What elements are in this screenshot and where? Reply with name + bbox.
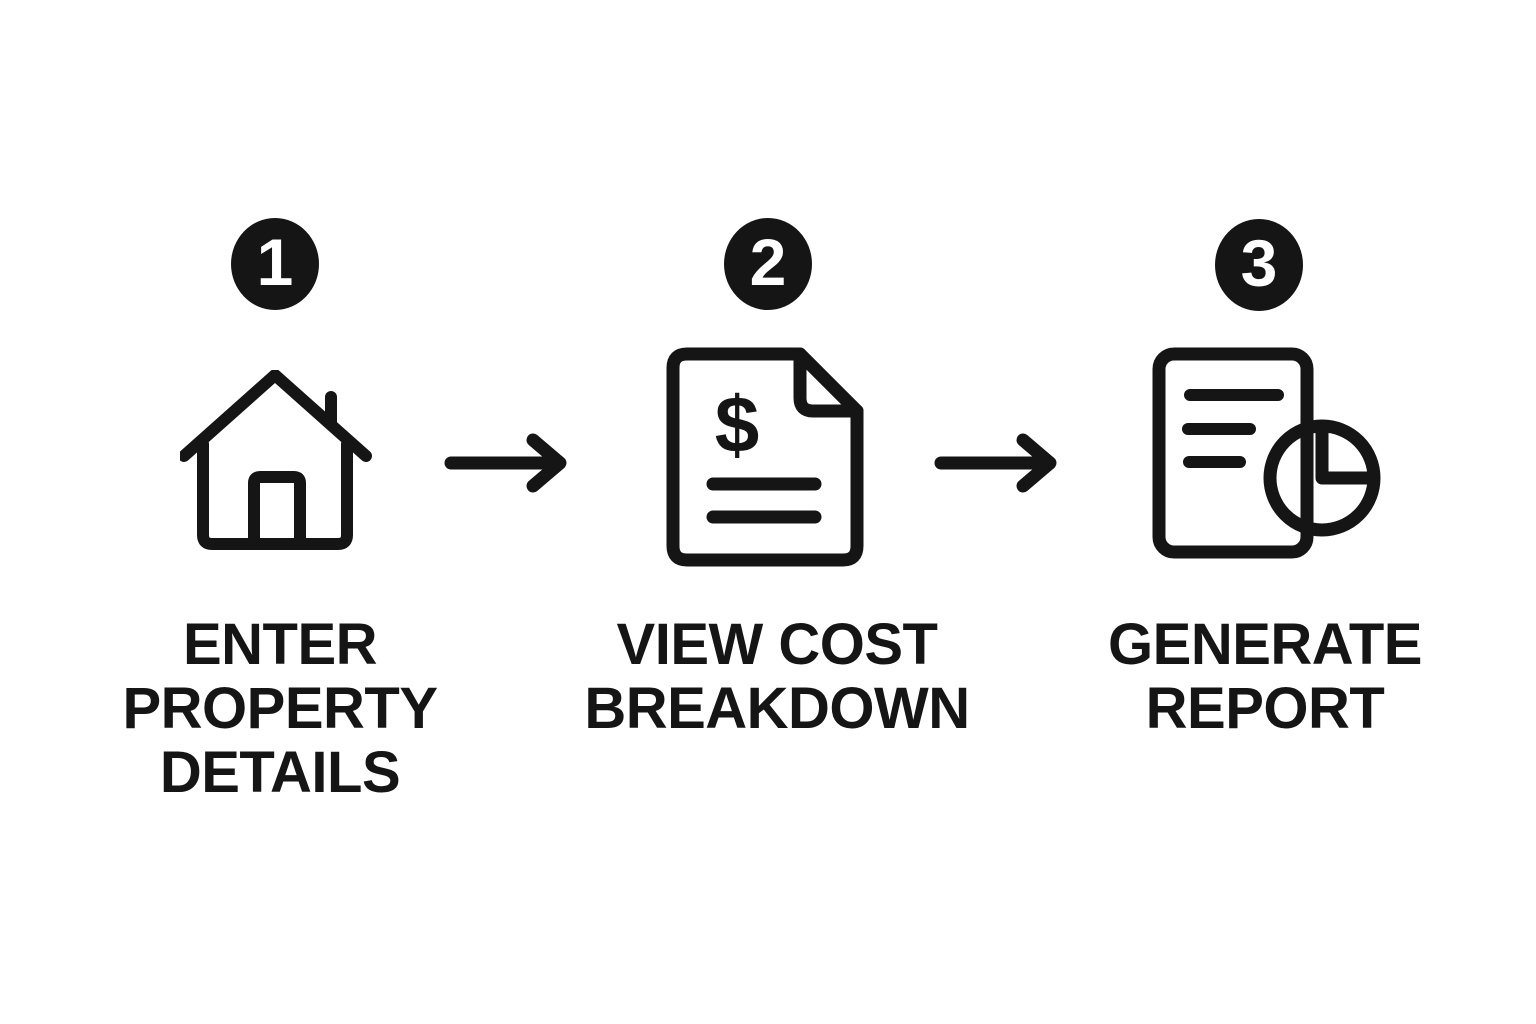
step-2-label-line-2: BREAKDOWN (584, 676, 970, 741)
dollar-document-icon: $ (666, 347, 864, 567)
step-1-label-line-2: PROPERTY (122, 676, 438, 741)
step-2-number-badge: 2 (724, 218, 812, 310)
report-pie-chart-icon (1152, 347, 1386, 559)
step-3-number: 3 (1240, 226, 1278, 300)
step-2-label: VIEW COST BREAKDOWN (567, 613, 987, 741)
dollar-sign-glyph: $ (715, 380, 760, 469)
house-icon (180, 370, 372, 552)
step-3-label: GENERATE REPORT (1055, 613, 1475, 741)
step-3-number-badge: 3 (1215, 219, 1303, 311)
arrow-right-icon (933, 433, 1063, 498)
arrow-right-icon (443, 433, 573, 498)
step-2-number: 2 (749, 225, 787, 299)
step-1-number: 1 (256, 225, 294, 299)
step-1-label-line-1: ENTER (182, 612, 378, 677)
step-1-label: ENTER PROPERTY DETAILS (70, 613, 490, 805)
step-2-label-line-1: VIEW COST (616, 612, 938, 677)
step-3-label-line-2: REPORT (1145, 676, 1385, 741)
step-1-label-line-3: DETAILS (159, 740, 401, 805)
step-3-label-line-1: GENERATE (1108, 612, 1422, 677)
step-1-number-badge: 1 (231, 218, 319, 310)
